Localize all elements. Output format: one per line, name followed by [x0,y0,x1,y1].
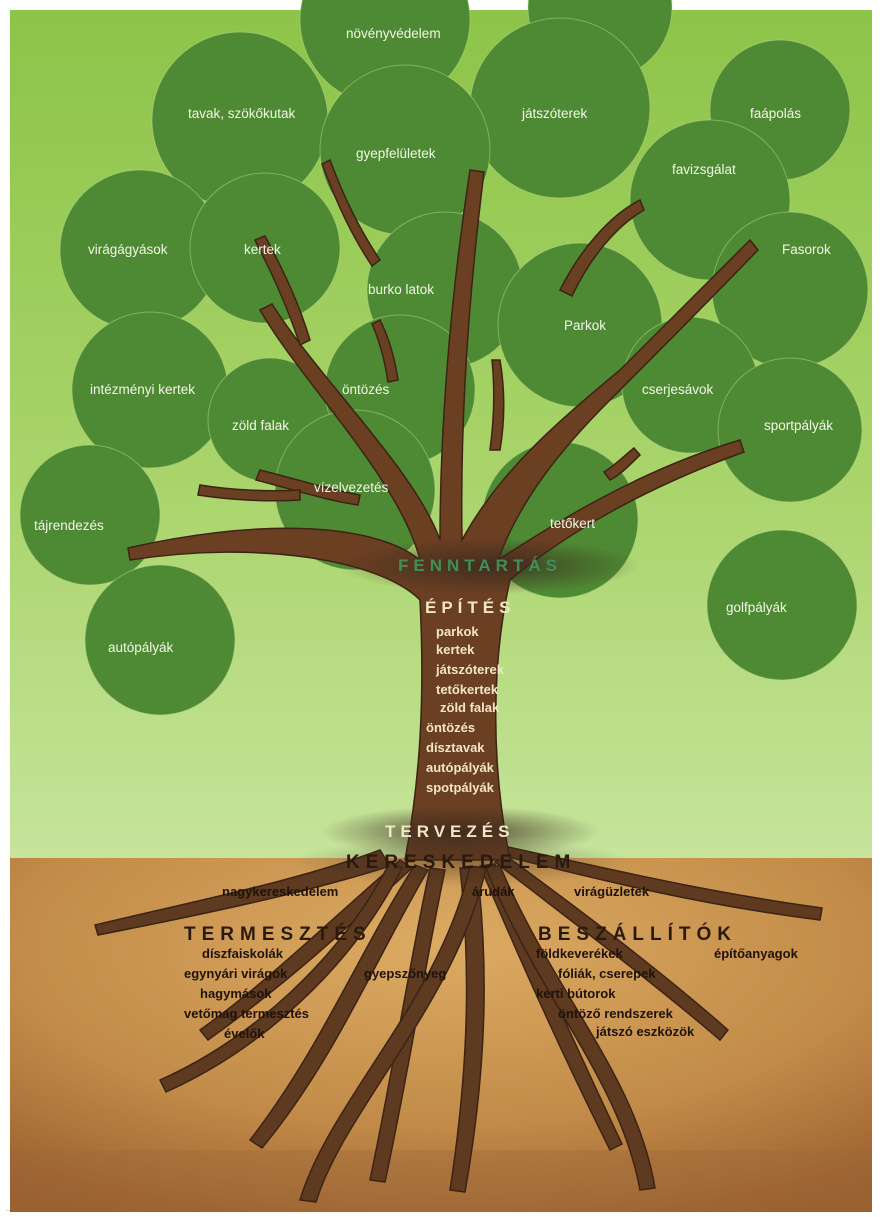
heading-epites: ÉPÍTÉS [425,598,516,617]
root-gyepszonyeg: gyepszőnyeg [364,966,447,981]
root-epitoanyagok: építőanyagok [714,946,798,961]
heading-tervezes: TERVEZÉS [385,822,515,841]
trunk-item: játszóterek [436,662,504,677]
termesztes-item: évelők [224,1026,265,1041]
beszallitok-item: kerti bútorok [536,986,616,1001]
leaf-viragagyasok: virágágyások [88,242,168,257]
beszallitok-item: játszó eszközök [596,1024,695,1039]
beszallitok-item: földkeverékek [536,946,623,961]
leaf-tajrendezes: tájrendezés [34,518,104,533]
termesztes-item: díszfaiskolák [202,946,283,961]
heading-fenntartas: FENNTARTÁS [398,556,562,575]
leaf-sportpalyak: sportpályák [764,418,834,433]
leaf-fasorok: Fasorok [782,242,831,257]
leaf-cserjesavok: cserjesávok [642,382,714,397]
trunk-item: kertek [436,642,475,657]
root-arudak: árudák [472,884,515,899]
leaf-vizelvezetes: vízelvezetés [314,480,389,495]
trunk-item: spotpályák [426,780,494,795]
leaf-autopalyak: autópályák [108,640,174,655]
trunk-item: tetőkertek [436,682,499,697]
leaf-gyepfeluletek: gyepfelületek [356,146,436,161]
trunk-item: zöld falak [440,700,500,715]
beszallitok-item: öntöző rendszerek [558,1006,673,1021]
leaf-zold-falak: zöld falak [232,418,290,433]
leaf-jatszoterek: játszóterek [522,106,588,121]
trunk-item: öntözés [426,720,476,735]
termesztes-item: vetőmag termesztés [184,1006,309,1021]
root-nagykereskedelem: nagykereskedelem [222,884,339,899]
roots [94,846,823,1203]
termesztes-item: egynyári virágok [184,966,288,981]
heading-termesztes: TERMESZTÉS [184,924,372,945]
leaf-tavak: tavak, szökőkutak [188,106,296,121]
leaf-faapolas: faápolás [750,106,802,121]
beszallitok-item: fóliák, cserepek [558,966,656,981]
leaf-intezmenyi: intézményi kertek [90,382,196,397]
leaf-burkolatok: burko latok [368,282,435,297]
trunk-item: autópályák [426,760,494,775]
leaf-parkok: Parkok [564,318,607,333]
leaf-tetokert: tetőkert [550,516,596,531]
footer-text: ... [6,1206,12,1213]
trunk [127,158,759,861]
leaf-novenyvedelem: növényvédelem [346,26,441,41]
termesztes-item: hagymások [200,986,272,1001]
leaf-kertek: kertek [244,242,281,257]
trunk-item: dísztavak [426,740,485,755]
leaf-golfpalyak: golfpályák [726,600,787,615]
heading-kereskedelem: KERESKEDELEM [346,852,577,873]
leaf-ontozes: öntözés [342,382,390,397]
heading-beszallitok: BESZÁLLÍTÓK [538,924,737,945]
root-viraguzletek: virágüzletek [574,884,650,899]
trunk-item: parkok [436,624,479,639]
leaf-favizsgalat: favizsgálat [672,162,736,177]
